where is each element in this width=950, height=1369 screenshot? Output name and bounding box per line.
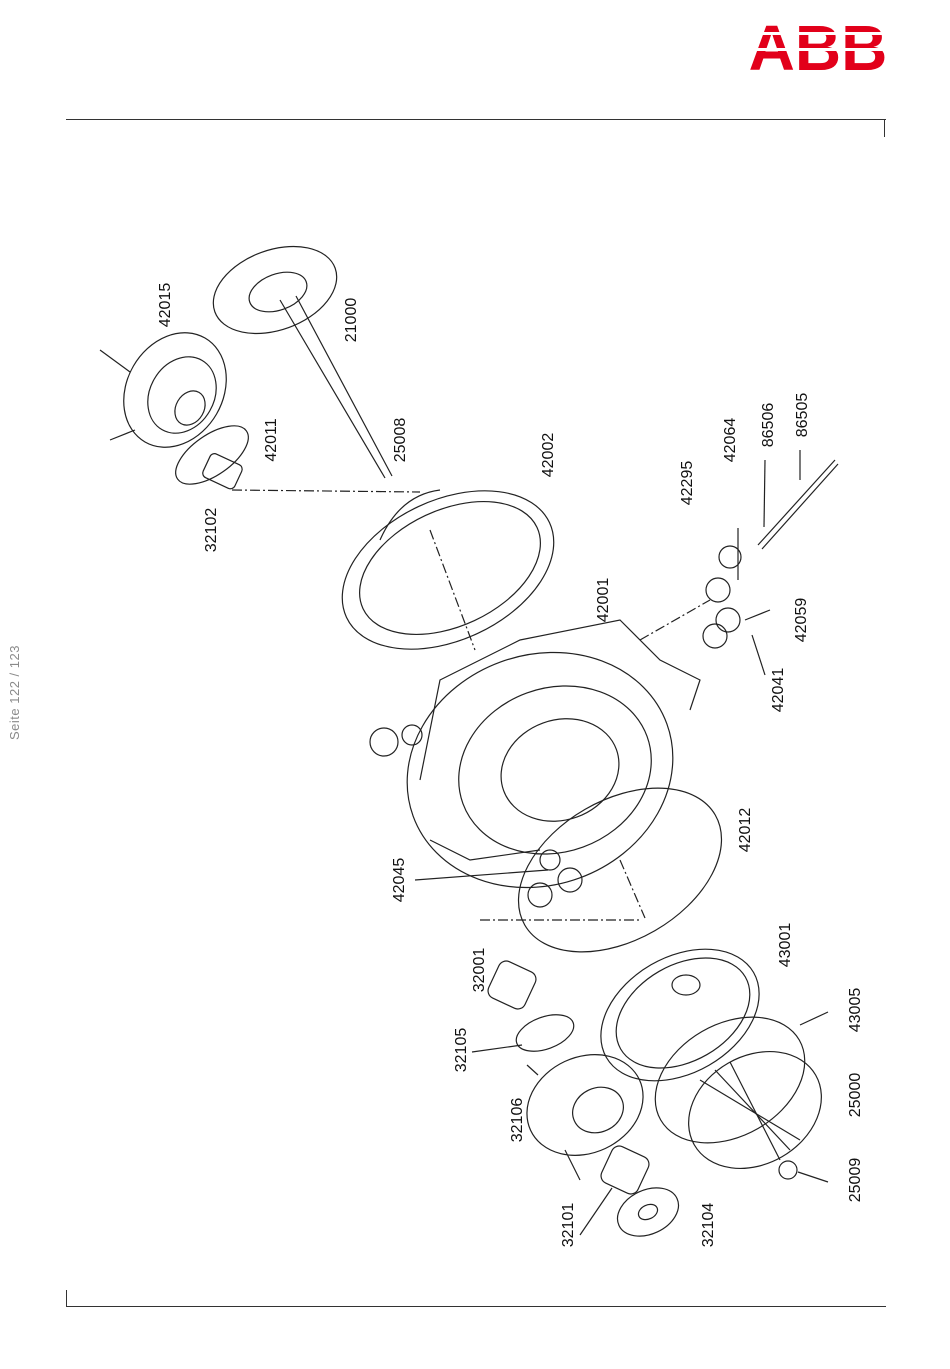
leader-43005	[800, 1012, 828, 1025]
part-42041-flange	[703, 624, 727, 648]
part-number-label: 42295	[679, 461, 696, 506]
part-number-label: 32101	[560, 1203, 577, 1248]
leader-86506	[764, 460, 765, 527]
part-flange-left	[370, 728, 398, 756]
leader-32105	[472, 1045, 522, 1052]
part-number-label: 32106	[509, 1098, 526, 1143]
part-number-label: 42015	[157, 283, 174, 328]
part-21000-rotor	[201, 231, 392, 478]
part-32106-housing	[510, 1036, 659, 1180]
part-32001-sleeve	[485, 958, 538, 1011]
part-32104-cover	[610, 1179, 687, 1246]
part-42001-casing	[374, 616, 706, 924]
leader-42041	[752, 635, 765, 675]
part-number-label: 86506	[760, 403, 777, 448]
part-number-label: 25000	[847, 1073, 864, 1118]
part-number-label: 42059	[793, 598, 810, 643]
part-number-label: 42002	[540, 433, 557, 478]
part-32102-bearing	[201, 452, 244, 490]
part-number-label: 42064	[722, 418, 739, 463]
part-number-label: 42045	[391, 858, 408, 903]
part-number-label: 32104	[700, 1203, 717, 1248]
part-25000-compressor-wheel	[667, 1028, 842, 1192]
part-42045-flange	[540, 850, 560, 870]
part-number-label: 43005	[847, 988, 864, 1033]
part-number-label: 25009	[847, 1158, 864, 1203]
part-number-label: 42001	[595, 578, 612, 623]
part-number-label: 25008	[392, 418, 409, 463]
leader-42045	[415, 870, 548, 880]
part-42295-flange	[706, 578, 730, 602]
leader-32101	[580, 1188, 612, 1235]
part-number-label: 32001	[471, 948, 488, 993]
part-number-label: 32105	[453, 1028, 470, 1073]
part-25009-nut	[779, 1161, 797, 1179]
part-number-label: 42011	[263, 418, 280, 461]
leader-25009	[798, 1172, 828, 1182]
part-number-label: 21000	[343, 298, 360, 343]
part-number-label: 43001	[777, 923, 794, 968]
part-42002-plate	[317, 459, 579, 681]
part-number-label: 42041	[770, 668, 787, 713]
part-number-label: 86505	[794, 393, 811, 438]
part-32101-bearing	[598, 1143, 651, 1196]
part-42012-gasket	[490, 754, 751, 985]
part-43001-wall	[577, 922, 782, 1107]
part-number-label: 32102	[203, 508, 220, 553]
part-number-label: 42012	[737, 808, 754, 853]
axis-line	[232, 490, 420, 492]
part-42015-cover	[100, 314, 247, 466]
part-86505-rod	[758, 460, 835, 545]
part-32105-disc	[511, 1008, 578, 1059]
leader-42059	[745, 610, 770, 620]
